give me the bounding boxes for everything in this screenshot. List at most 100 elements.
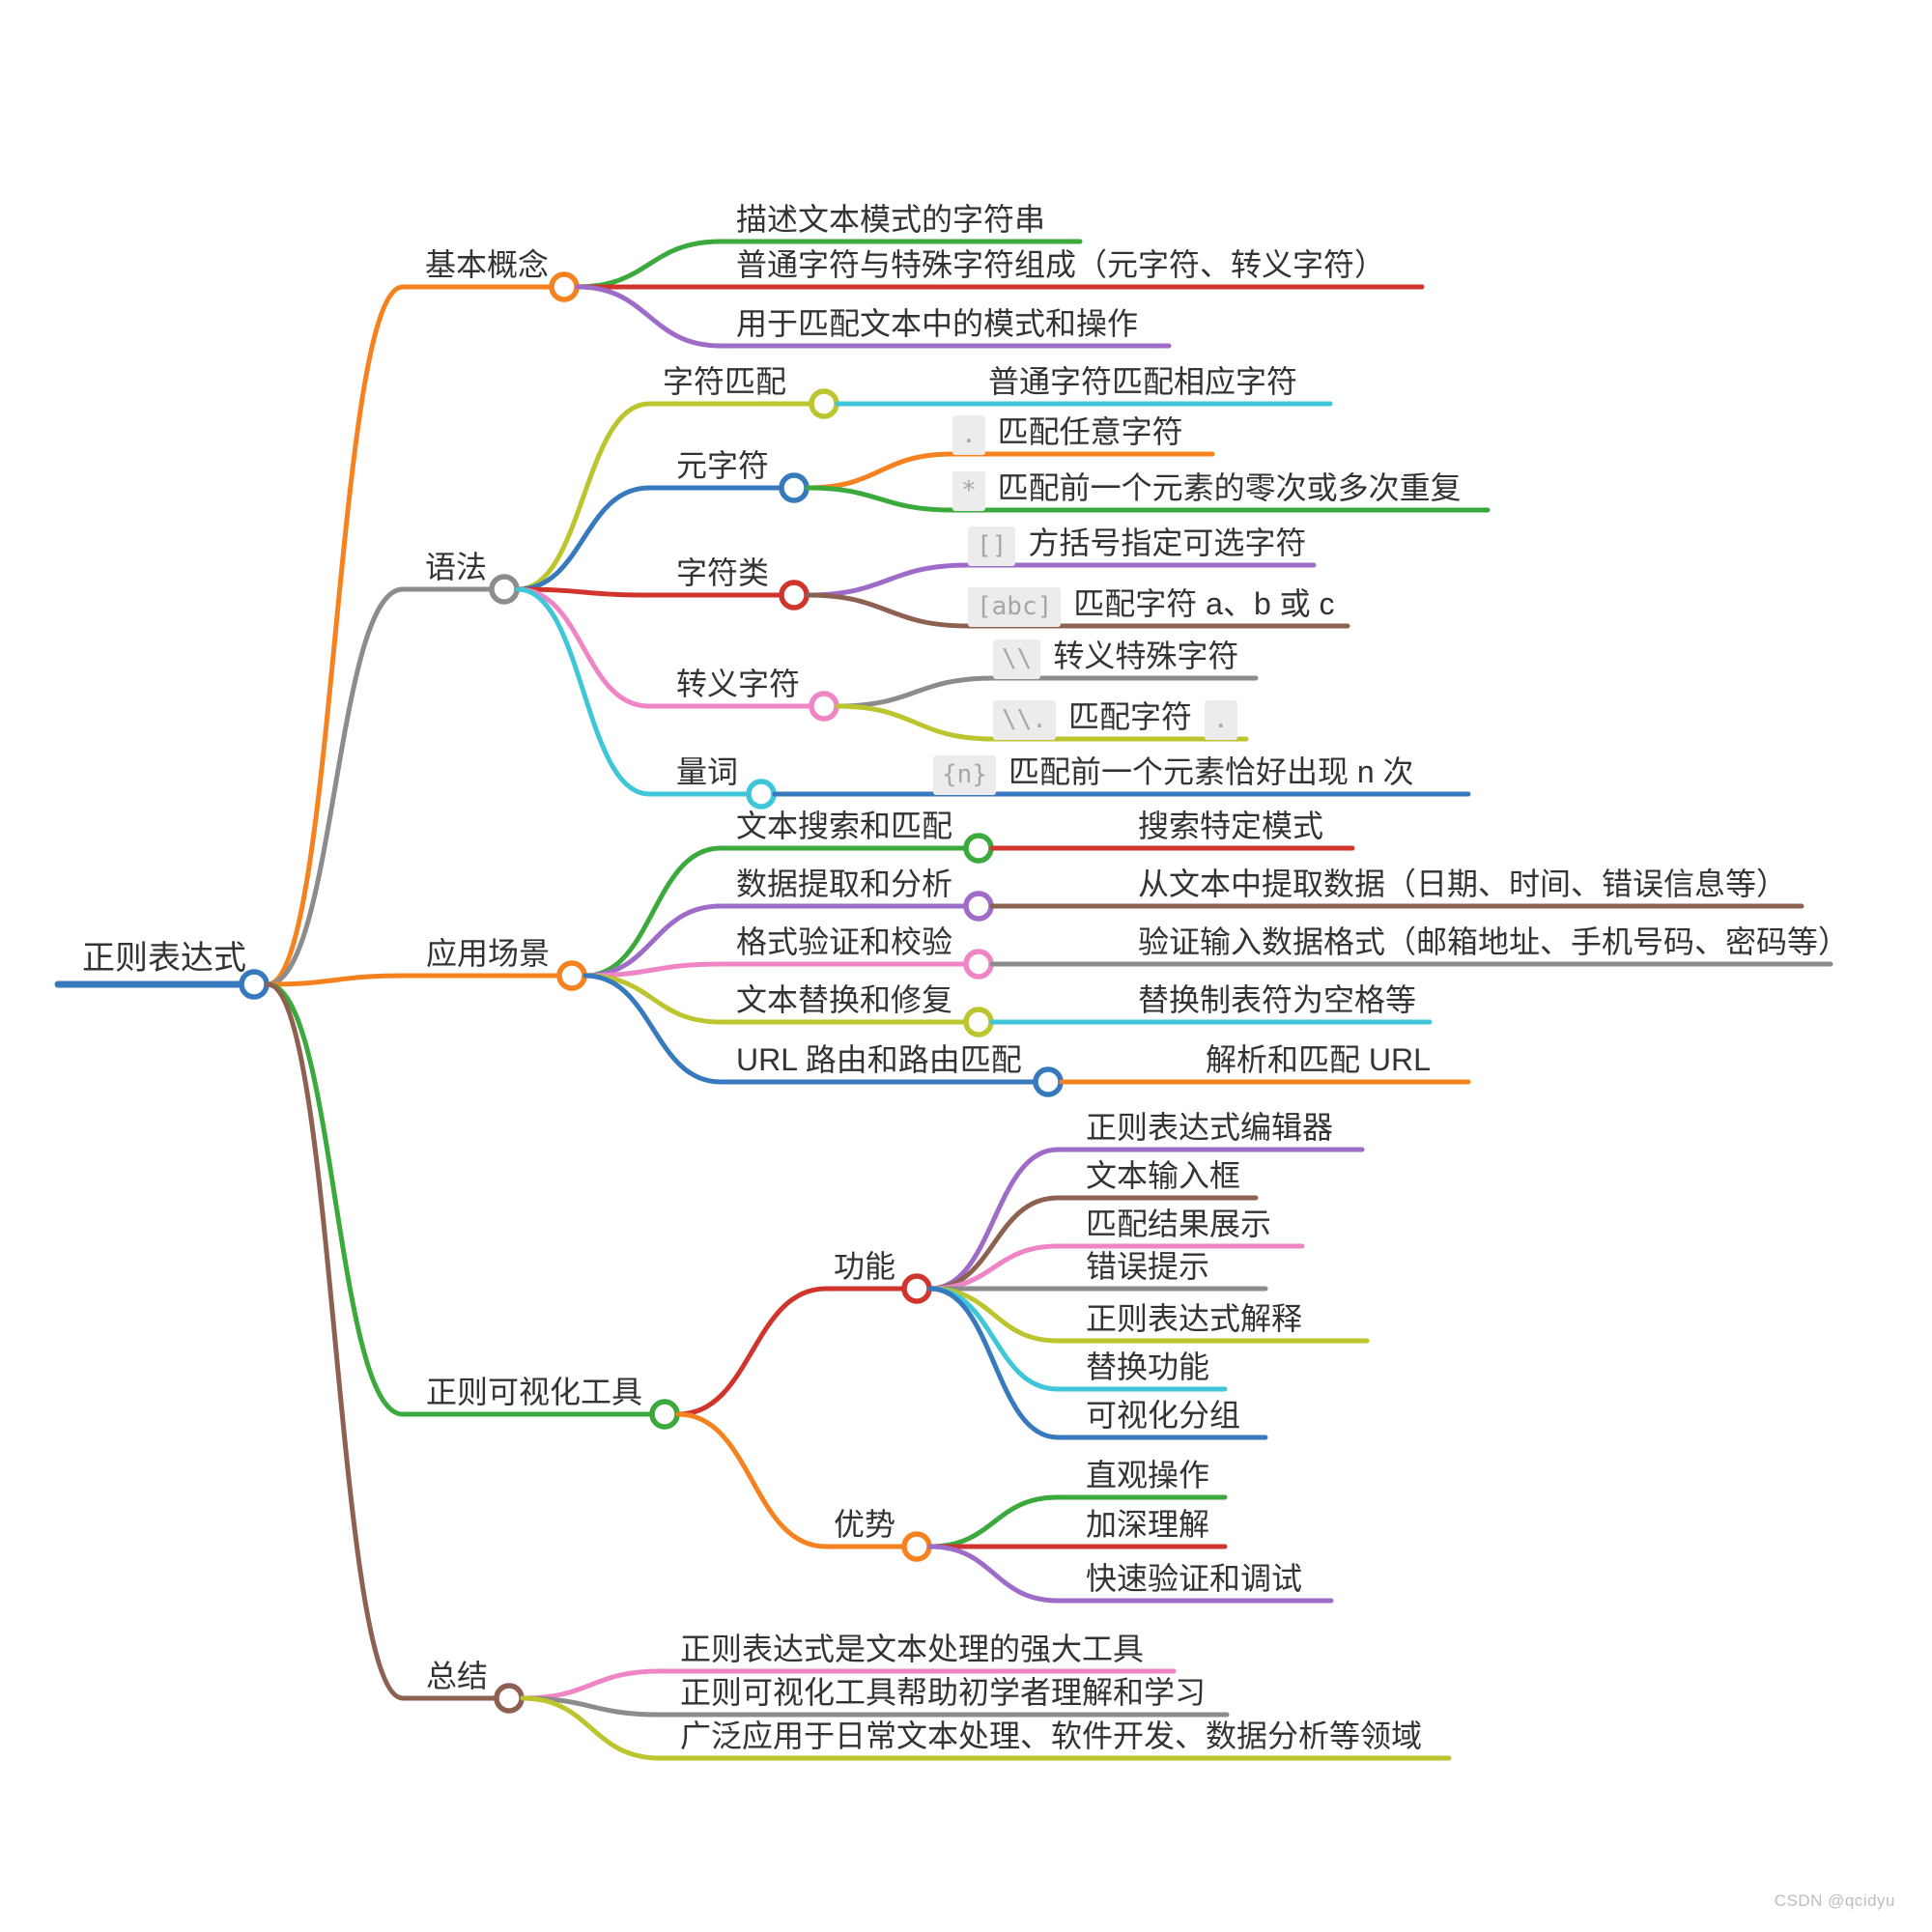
node-yingyongchangjing[interactable]: 应用场景	[426, 934, 550, 973]
node-gongneng[interactable]: 功能	[834, 1247, 895, 1286]
node-liangci-1[interactable]: {n}匹配前一个元素恰好出现 n 次	[933, 753, 1414, 795]
code-chip: .	[952, 415, 985, 455]
branch-curve-yuanzifu-2	[805, 485, 955, 513]
node-yufa[interactable]: 语法	[425, 548, 487, 586]
node-circle-keshihuagongju[interactable]	[649, 1399, 680, 1430]
node-youshi-1[interactable]: 直观操作	[1086, 1456, 1209, 1494]
node-zongjie-1[interactable]: 正则表达式是文本处理的强大工具	[680, 1630, 1144, 1668]
node-circle-yingyongchangjing[interactable]	[556, 960, 587, 991]
node-jibengainian-2[interactable]: 普通字符与特殊字符组成（元字符、转义字符）	[736, 245, 1385, 284]
node-circle-url-luyou[interactable]	[1033, 1066, 1064, 1097]
node-zifupipei[interactable]: 字符匹配	[663, 362, 786, 401]
node-jibengainian-3[interactable]: 用于匹配文本中的模式和操作	[736, 304, 1138, 343]
node-sousuo-1[interactable]: 搜索特定模式	[1138, 807, 1323, 845]
node-circle-sousuo[interactable]	[963, 833, 994, 864]
node-circle-zongjie[interactable]	[494, 1683, 525, 1714]
node-zongjie[interactable]: 总结	[426, 1657, 488, 1695]
node-tiqu-1[interactable]: 从文本中提取数据（日期、时间、错误信息等）	[1138, 865, 1787, 903]
node-url-luyou-1[interactable]: 解析和匹配 URL	[1206, 1040, 1431, 1079]
label-text: 总结	[426, 1659, 489, 1693]
node-sousuo[interactable]: 文本搜索和匹配	[736, 807, 952, 845]
node-keshihuagongju[interactable]: 正则可视化工具	[426, 1373, 642, 1411]
node-yuanzifu-1[interactable]: . 匹配任意字符	[952, 412, 1183, 455]
node-yanzheng-1[interactable]: 验证输入数据格式（邮箱地址、手机号码、密码等）	[1138, 923, 1849, 961]
node-zhuanyizifu[interactable]: 转义字符	[676, 665, 800, 703]
node-zhuanyizifu-2[interactable]: \\.匹配字符.	[993, 697, 1237, 740]
node-zhuanyizifu-1[interactable]: \\转义特殊字符	[993, 637, 1238, 679]
label-text: 直观操作	[1086, 1458, 1210, 1492]
node-root[interactable]: 正则表达式	[82, 938, 246, 979]
node-jibengainian[interactable]: 基本概念	[425, 245, 549, 284]
node-yuanzifu[interactable]: 元字符	[676, 446, 769, 485]
node-yanzheng[interactable]: 格式验证和校验	[736, 923, 952, 961]
node-zifulei-1[interactable]: [] 方括号指定可选字符	[968, 524, 1306, 566]
node-circle-zhuanyizifu[interactable]	[809, 691, 839, 722]
node-url-luyou[interactable]: URL 路由和路由匹配	[736, 1040, 1022, 1079]
node-circle-zifupipei[interactable]	[809, 388, 839, 419]
node-tihuan[interactable]: 文本替换和修复	[736, 980, 952, 1019]
node-tiqu[interactable]: 数据提取和分析	[736, 865, 952, 903]
node-jibengainian-1[interactable]: 描述文本模式的字符串	[736, 200, 1045, 239]
node-zifulei-2[interactable]: [abc]匹配字符 a、b 或 c	[968, 584, 1335, 627]
node-tihuan-1[interactable]: 替换制表符为空格等	[1138, 980, 1416, 1019]
node-circle-tihuan[interactable]	[963, 1007, 994, 1037]
node-zifupipei-1[interactable]: 普通字符匹配相应字符	[988, 362, 1297, 401]
node-gongneng-3[interactable]: 匹配结果展示	[1086, 1205, 1271, 1243]
node-gongneng-7[interactable]: 可视化分组	[1086, 1396, 1240, 1435]
node-circle-liangci[interactable]	[746, 779, 777, 810]
branch-curve-jibengainian	[265, 284, 406, 987]
node-circle-jibengainian[interactable]	[549, 271, 580, 302]
node-gongneng-6[interactable]: 替换功能	[1086, 1348, 1209, 1386]
node-gongneng-1[interactable]: 正则表达式编辑器	[1086, 1108, 1333, 1147]
label-text: 匹配前一个元素恰好出现 n 次	[1008, 754, 1414, 789]
label-text: 方括号指定可选字符	[1028, 526, 1307, 560]
node-circle-zifulei[interactable]	[779, 580, 810, 611]
branch-curve-tihuan	[582, 973, 724, 1025]
label-text: 从文本中提取数据（日期、时间、错误信息等）	[1138, 867, 1788, 901]
node-gongneng-2[interactable]: 文本输入框	[1086, 1156, 1240, 1195]
node-circle-tiqu[interactable]	[963, 891, 994, 922]
label-text: 搜索特定模式	[1138, 809, 1324, 843]
branch-curve-url-luyou	[582, 973, 724, 1085]
node-circle-yufa[interactable]	[489, 574, 520, 605]
node-circle-youshi[interactable]	[901, 1531, 932, 1562]
node-gongneng-4[interactable]: 错误提示	[1086, 1247, 1209, 1286]
node-youshi-3[interactable]: 快速验证和调试	[1086, 1559, 1302, 1598]
branch-curve-zifupipei	[515, 401, 652, 592]
node-circle-gongneng[interactable]	[901, 1273, 932, 1304]
watermark: CSDN @qcidyu	[1774, 1891, 1895, 1910]
label-text: 正则表达式是文本处理的强大工具	[680, 1632, 1145, 1666]
node-zongjie-3[interactable]: 广泛应用于日常文本处理、软件开发、数据分析等领域	[680, 1717, 1422, 1755]
node-yuanzifu-2[interactable]: *匹配前一个元素的零次或多次重复	[952, 469, 1462, 511]
code-chip: \\	[993, 639, 1041, 679]
label-text: 匹配结果展示	[1086, 1207, 1272, 1241]
label-text: 描述文本模式的字符串	[736, 202, 1046, 237]
branch-curve-zhuanyizifu-1	[835, 675, 996, 709]
node-circle-yanzheng[interactable]	[963, 949, 994, 980]
node-circle-yuanzifu[interactable]	[779, 472, 810, 503]
node-zongjie-2[interactable]: 正则可视化工具帮助初学者理解和学习	[680, 1673, 1206, 1712]
label-text: 匹配前一个元素的零次或多次重复	[997, 470, 1462, 505]
branch-curve-youshi	[675, 1411, 829, 1549]
label-text: 数据提取和分析	[736, 867, 953, 901]
label-text: 正则可视化工具	[426, 1375, 643, 1409]
label-text: 正则可视化工具帮助初学者理解和学习	[680, 1675, 1207, 1710]
branch-curve-zifulei-2	[805, 592, 971, 629]
label-text: 替换制表符为空格等	[1138, 982, 1417, 1017]
label-text: 正则表达式解释	[1086, 1301, 1303, 1336]
label-text: 基本概念	[425, 247, 550, 282]
branch-curve-jibengainian-1	[575, 239, 724, 290]
node-youshi-2[interactable]: 加深理解	[1086, 1505, 1209, 1544]
label-text: 转义字符	[676, 667, 801, 701]
label-text: 匹配任意字符	[997, 414, 1183, 449]
branch-curve-gongneng-7	[927, 1286, 1061, 1440]
node-zifulei[interactable]: 字符类	[676, 554, 769, 592]
branch-curve-zhuanyizifu	[515, 586, 652, 709]
label-text: 量词	[676, 754, 739, 789]
node-youshi[interactable]: 优势	[834, 1505, 895, 1544]
node-liangci[interactable]: 量词	[676, 753, 738, 791]
node-gongneng-5[interactable]: 正则表达式解释	[1086, 1299, 1302, 1338]
label-text: 语法	[425, 550, 488, 584]
code-chip: []	[968, 526, 1016, 566]
